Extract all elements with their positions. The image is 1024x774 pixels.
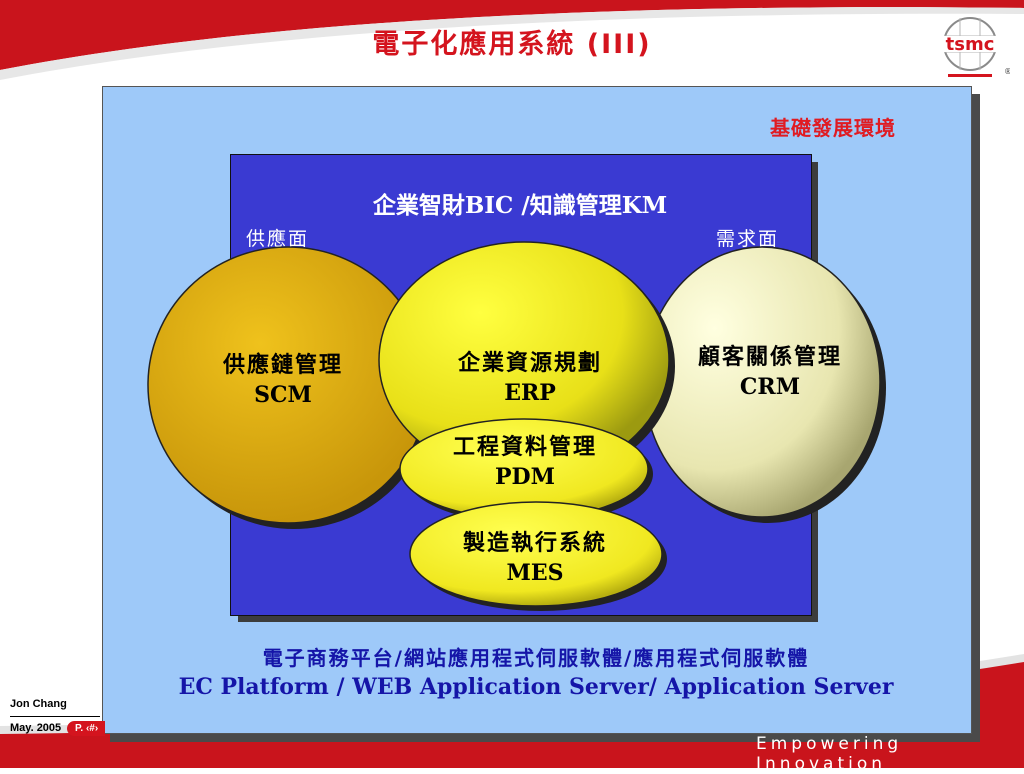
crm-label: 顧客關係管理 CRM xyxy=(670,342,870,402)
registered-mark: ® xyxy=(1004,67,1010,76)
erp-label: 企業資源規劃 ERP xyxy=(425,348,635,408)
mes-label-en: MES xyxy=(506,560,564,586)
km-title: 企業智財BIC /知識管理KM xyxy=(372,192,668,219)
pdm-label-zh: 工程資料管理 xyxy=(452,434,597,460)
platform-label-en: EC Platform / WEB Application Server/ Ap… xyxy=(178,674,894,700)
footer-divider xyxy=(10,716,100,717)
footer-page-number: P. ‹#› xyxy=(67,721,105,736)
erp-label-zh: 企業資源規劃 xyxy=(457,350,602,376)
footer-date: May. 2005 xyxy=(10,722,62,734)
tsmc-logo: tsmc ® xyxy=(938,17,1010,77)
demand-side-label: 需求面 xyxy=(716,228,780,250)
tsmc-logo-text: tsmc xyxy=(946,34,995,55)
scm-label-en: SCM xyxy=(254,382,312,408)
footer-tagline: Empowering Innovation xyxy=(756,734,903,774)
mes-label-zh: 製造執行系統 xyxy=(462,530,607,556)
pdm-label: 工程資料管理 PDM xyxy=(420,432,630,492)
slide-title: 電子化應用系統 (III) xyxy=(372,29,652,60)
pdm-label-en: PDM xyxy=(495,464,555,490)
erp-label-en: ERP xyxy=(504,380,556,406)
header-swoosh xyxy=(0,0,1024,80)
scm-label-zh: 供應鏈管理 xyxy=(222,352,343,378)
platform-label-zh: 電子商務平台/網站應用程式伺服軟體/應用程式伺服軟體 xyxy=(262,646,810,670)
mes-bubble xyxy=(409,501,663,607)
supply-side-label: 供應面 xyxy=(246,228,310,250)
crm-label-zh: 顧客關係管理 xyxy=(697,344,842,370)
environment-label: 基礎發展環境 xyxy=(770,116,896,140)
footer-author: Jon Chang xyxy=(10,698,67,710)
crm-label-en: CRM xyxy=(739,374,801,400)
mes-label: 製造執行系統 MES xyxy=(430,528,640,588)
scm-label: 供應鏈管理 SCM xyxy=(188,350,378,410)
